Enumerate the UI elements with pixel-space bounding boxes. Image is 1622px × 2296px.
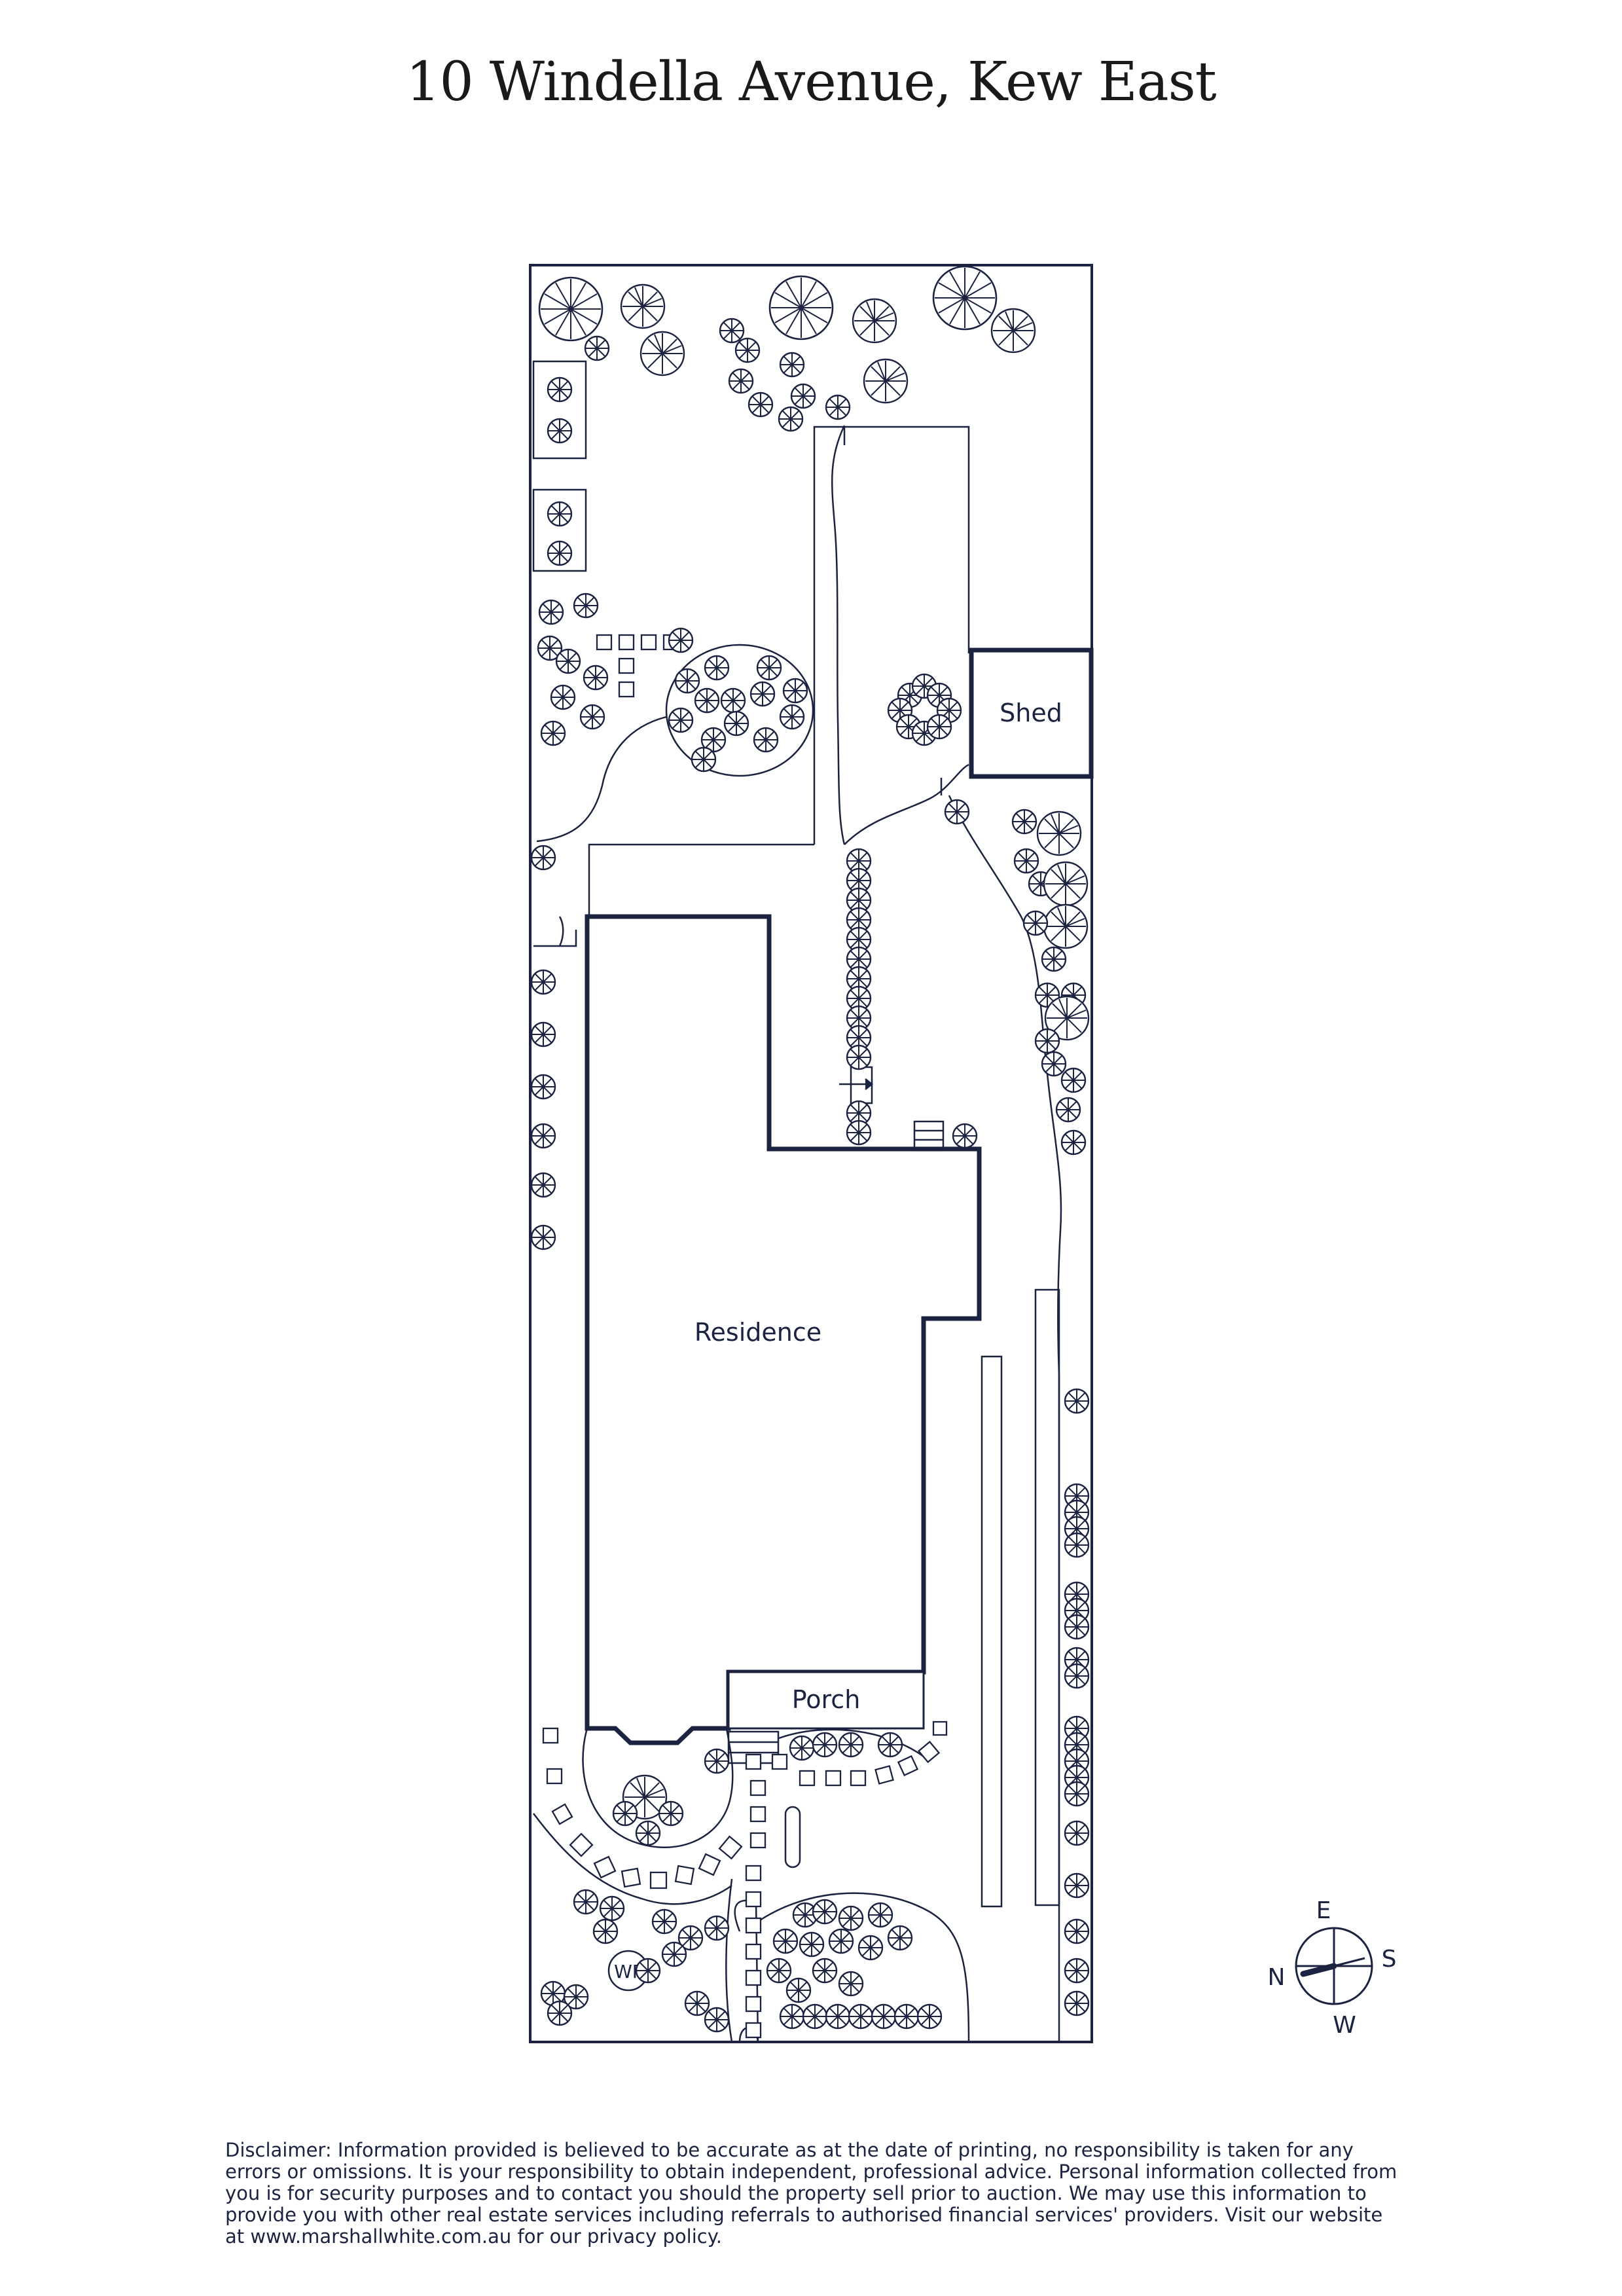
right-strip-shrubs <box>1064 1388 1090 2016</box>
rear-trees <box>538 265 1036 566</box>
door-marker <box>839 1066 874 1104</box>
garden-bed-oval <box>665 644 814 777</box>
front-garden <box>533 1728 970 2043</box>
shed-label: Shed <box>1000 699 1062 727</box>
compass-east: E <box>1316 1897 1331 1924</box>
compass-west: W <box>1333 2012 1356 2039</box>
residence-label: Residence <box>694 1318 821 1347</box>
page-title: 10 Windella Avenue, Kew East <box>406 51 1216 113</box>
driveway <box>813 425 970 845</box>
compass-south: S <box>1382 1946 1397 1973</box>
left-boundary-shrubs <box>530 845 556 1250</box>
garden-bed <box>532 360 587 460</box>
side-strip <box>1034 1288 1060 1906</box>
pool-strip <box>981 1355 1003 1908</box>
garden-bed <box>532 488 587 572</box>
compass <box>1295 1927 1373 2005</box>
porch <box>727 1671 925 1730</box>
side-path <box>533 843 814 947</box>
compass-north: N <box>1268 1964 1286 1991</box>
right-garden-shrubs <box>944 799 1090 1156</box>
disclaimer: Disclaimer: Information provided is beli… <box>225 2139 1397 2248</box>
shed <box>969 647 1094 779</box>
garden-path <box>536 716 667 843</box>
porch-label: Porch <box>792 1685 861 1714</box>
shrub-ring <box>887 673 962 746</box>
rear-steps <box>913 1120 945 1150</box>
property-boundary <box>529 264 1093 2043</box>
stepping-stones <box>542 634 948 2039</box>
